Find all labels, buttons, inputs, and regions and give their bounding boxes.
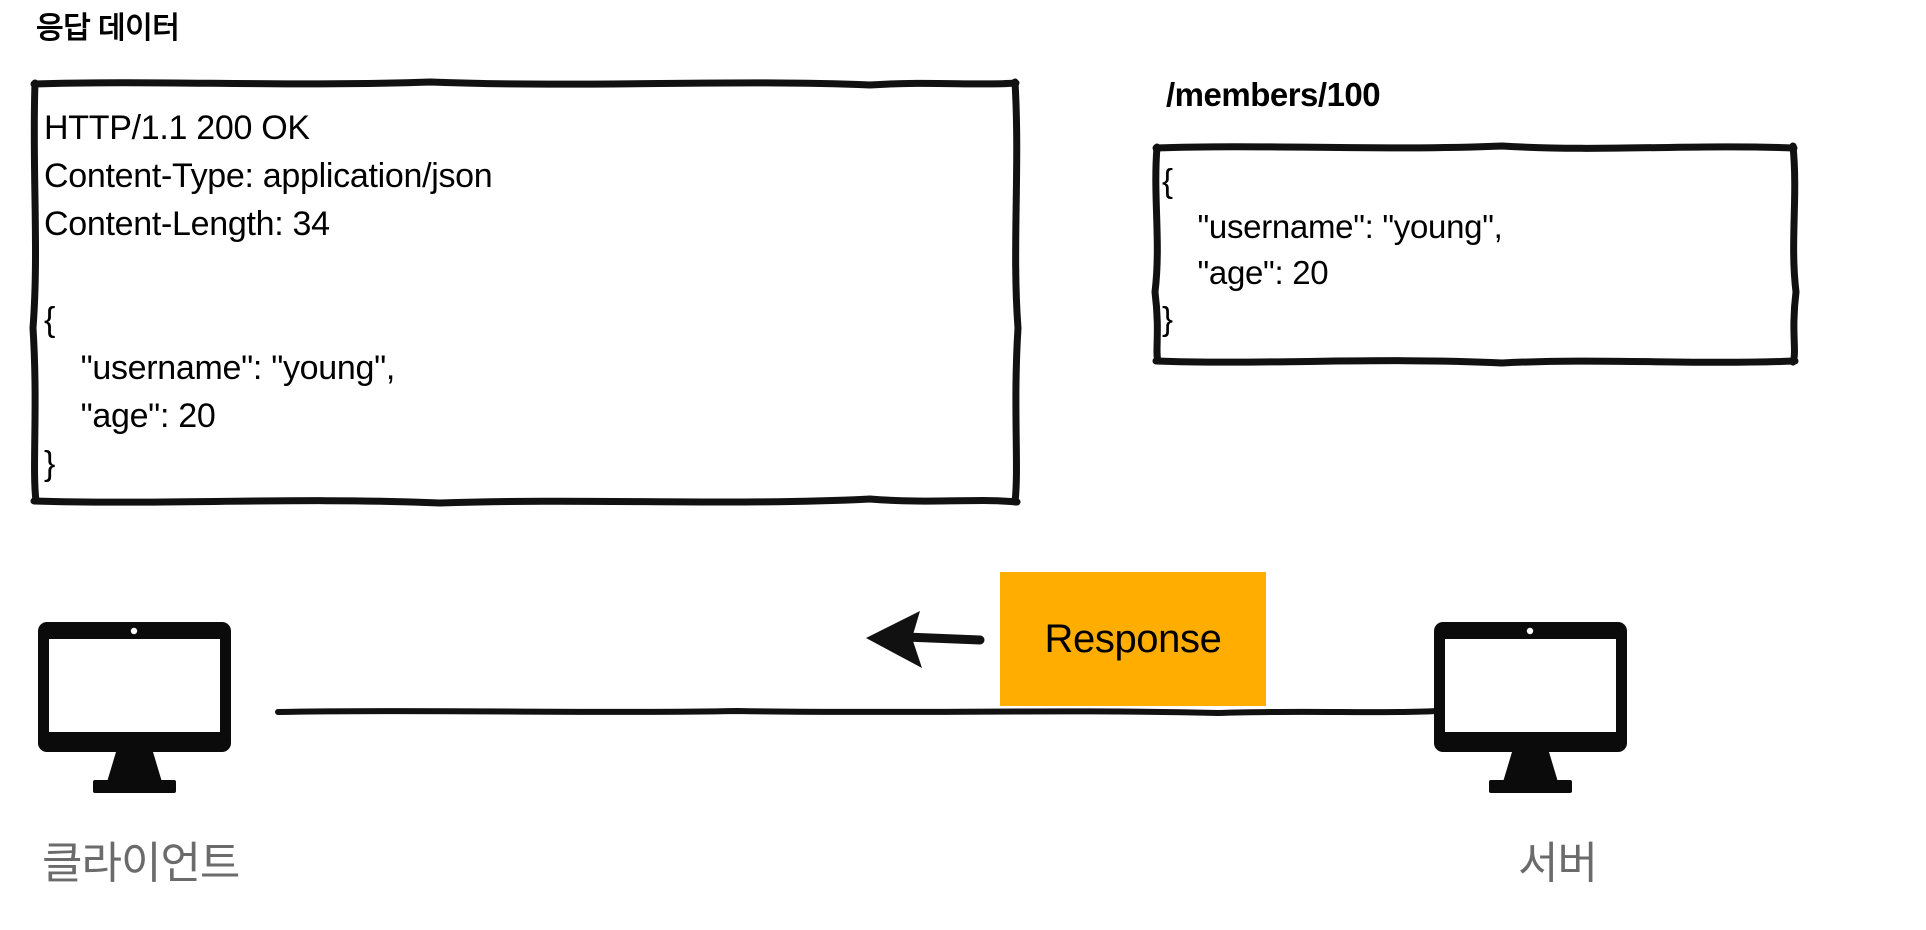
body-line: { xyxy=(1162,162,1173,199)
response-message-box: HTTP/1.1 200 OK Content-Type: applicatio… xyxy=(29,78,1022,507)
server-computer-icon xyxy=(1434,622,1674,812)
server-label: 서버 xyxy=(1518,839,1598,888)
response-line: Content-Type: application/json xyxy=(44,157,493,195)
body-line: } xyxy=(1162,300,1173,337)
response-line: { xyxy=(44,301,56,339)
response-body-box: { "username": "young", "age": 20 } xyxy=(1151,142,1800,367)
response-line: HTTP/1.1 200 OK xyxy=(44,109,310,147)
network-connection-line xyxy=(275,707,1441,717)
response-badge: Response xyxy=(1000,572,1266,706)
response-line: } xyxy=(44,445,56,483)
response-line: "age": 20 xyxy=(44,397,216,435)
response-data-heading: 응답 데이터 xyxy=(36,12,180,45)
client-computer-icon xyxy=(38,622,278,812)
response-line: Content-Length: 34 xyxy=(44,205,330,243)
response-line: "username": "young", xyxy=(44,349,396,387)
client-label: 클라이언트 xyxy=(42,839,240,888)
response-body-lines: { "username": "young", "age": 20 } xyxy=(1152,142,1798,342)
body-line: "age": 20 xyxy=(1162,254,1329,291)
endpoint-path-label: /members/100 xyxy=(1166,76,1381,113)
body-line: "username": "young", xyxy=(1162,208,1503,245)
response-direction-arrow-icon xyxy=(862,604,985,676)
response-badge-label: Response xyxy=(1044,617,1222,661)
response-line-blank xyxy=(44,248,1020,296)
response-message-lines: HTTP/1.1 200 OK Content-Type: applicatio… xyxy=(30,78,1020,488)
